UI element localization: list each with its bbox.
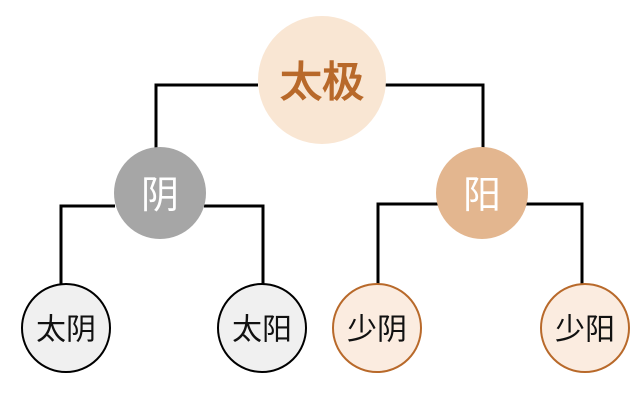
- node-taiyin-circle: [21, 283, 111, 373]
- node-taiyang-label: 太阳: [232, 313, 292, 348]
- connector-root-yang: [384, 83, 485, 160]
- node-taiji: 太极: [258, 16, 386, 144]
- connector-root-yin: [154, 83, 258, 160]
- node-taiji-label: 太极: [280, 58, 364, 107]
- connector-yang-shaoyang: [526, 202, 584, 287]
- node-shaoyang: 少阳: [540, 283, 630, 373]
- node-taiyin-label: 太阴: [36, 313, 96, 348]
- node-yang: 阳: [436, 147, 528, 239]
- node-yin-label: 阴: [141, 173, 179, 217]
- connector-yin-taiyin: [59, 204, 115, 287]
- node-shaoyin-label: 少阴: [347, 313, 407, 348]
- connector-yang-shaoyin: [376, 202, 438, 287]
- node-shaoyang-label: 少阳: [555, 313, 615, 348]
- connectors: [59, 83, 584, 287]
- node-yin: 阴: [114, 147, 206, 239]
- node-yang-circle: [436, 147, 528, 239]
- connector-yin-taiyang: [204, 204, 265, 287]
- node-taiji-circle: [258, 16, 386, 144]
- node-yang-label: 阳: [463, 173, 501, 217]
- node-shaoyin-circle: [332, 283, 422, 373]
- node-shaoyin: 少阴: [332, 283, 422, 373]
- node-yin-circle: [114, 147, 206, 239]
- node-taiyang-circle: [217, 283, 307, 373]
- node-taiyin: 太阴: [21, 283, 111, 373]
- node-shaoyang-circle: [540, 283, 630, 373]
- node-taiyang: 太阳: [217, 283, 307, 373]
